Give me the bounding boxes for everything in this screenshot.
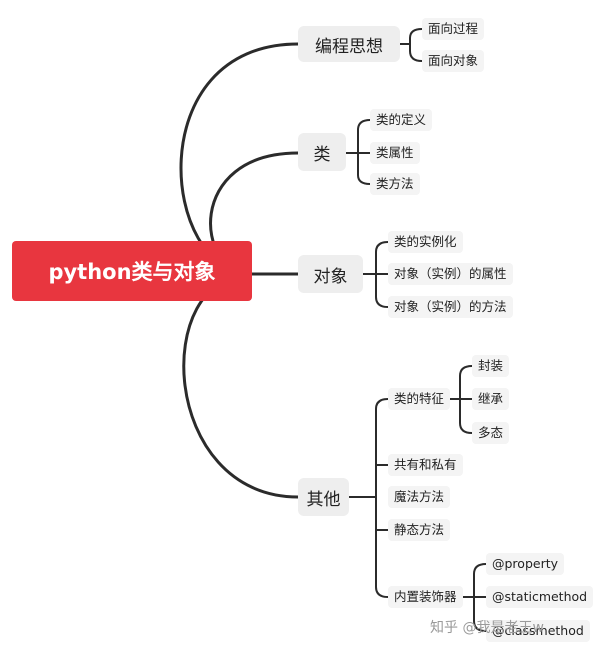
root-node[interactable]: python类与对象 <box>12 241 252 301</box>
branch-object[interactable]: 对象 <box>298 255 363 293</box>
topic-classmethod-decorator[interactable]: @classmethod <box>486 620 590 642</box>
topic-class-features[interactable]: 类的特征 <box>388 388 451 410</box>
topic-polymorphism[interactable]: 多态 <box>472 422 510 444</box>
topic-procedural[interactable]: 面向过程 <box>422 18 485 40</box>
connector-root-to-thinking <box>179 42 300 276</box>
topic-property-decorator[interactable]: @property <box>486 553 565 575</box>
topic-class-definition[interactable]: 类的定义 <box>370 109 433 131</box>
topic-inheritance[interactable]: 继承 <box>472 388 510 410</box>
topic-magic-methods[interactable]: 魔法方法 <box>388 486 451 508</box>
watermark-text: 知乎 @我是老王w <box>430 620 544 636</box>
branch-programming-thinking[interactable]: 编程思想 <box>298 26 400 62</box>
branch-class[interactable]: 类 <box>298 133 346 171</box>
topic-staticmethod-decorator[interactable]: @staticmethod <box>486 586 594 608</box>
topic-encapsulation[interactable]: 封装 <box>472 355 510 377</box>
topic-instantiation[interactable]: 类的实例化 <box>388 231 463 253</box>
topic-object-oriented[interactable]: 面向对象 <box>422 50 485 72</box>
topic-instance-method[interactable]: 对象（实例）的方法 <box>388 296 513 318</box>
topic-public-private[interactable]: 共有和私有 <box>388 454 463 476</box>
connector-root-to-other <box>182 272 300 499</box>
topic-instance-attribute[interactable]: 对象（实例）的属性 <box>388 263 513 285</box>
branch-other[interactable]: 其他 <box>298 478 349 516</box>
topic-class-method[interactable]: 类方法 <box>370 173 420 195</box>
topic-builtin-decorators[interactable]: 内置装饰器 <box>388 586 463 608</box>
topic-class-attribute[interactable]: 类属性 <box>370 142 420 164</box>
topic-static-methods[interactable]: 静态方法 <box>388 519 451 541</box>
